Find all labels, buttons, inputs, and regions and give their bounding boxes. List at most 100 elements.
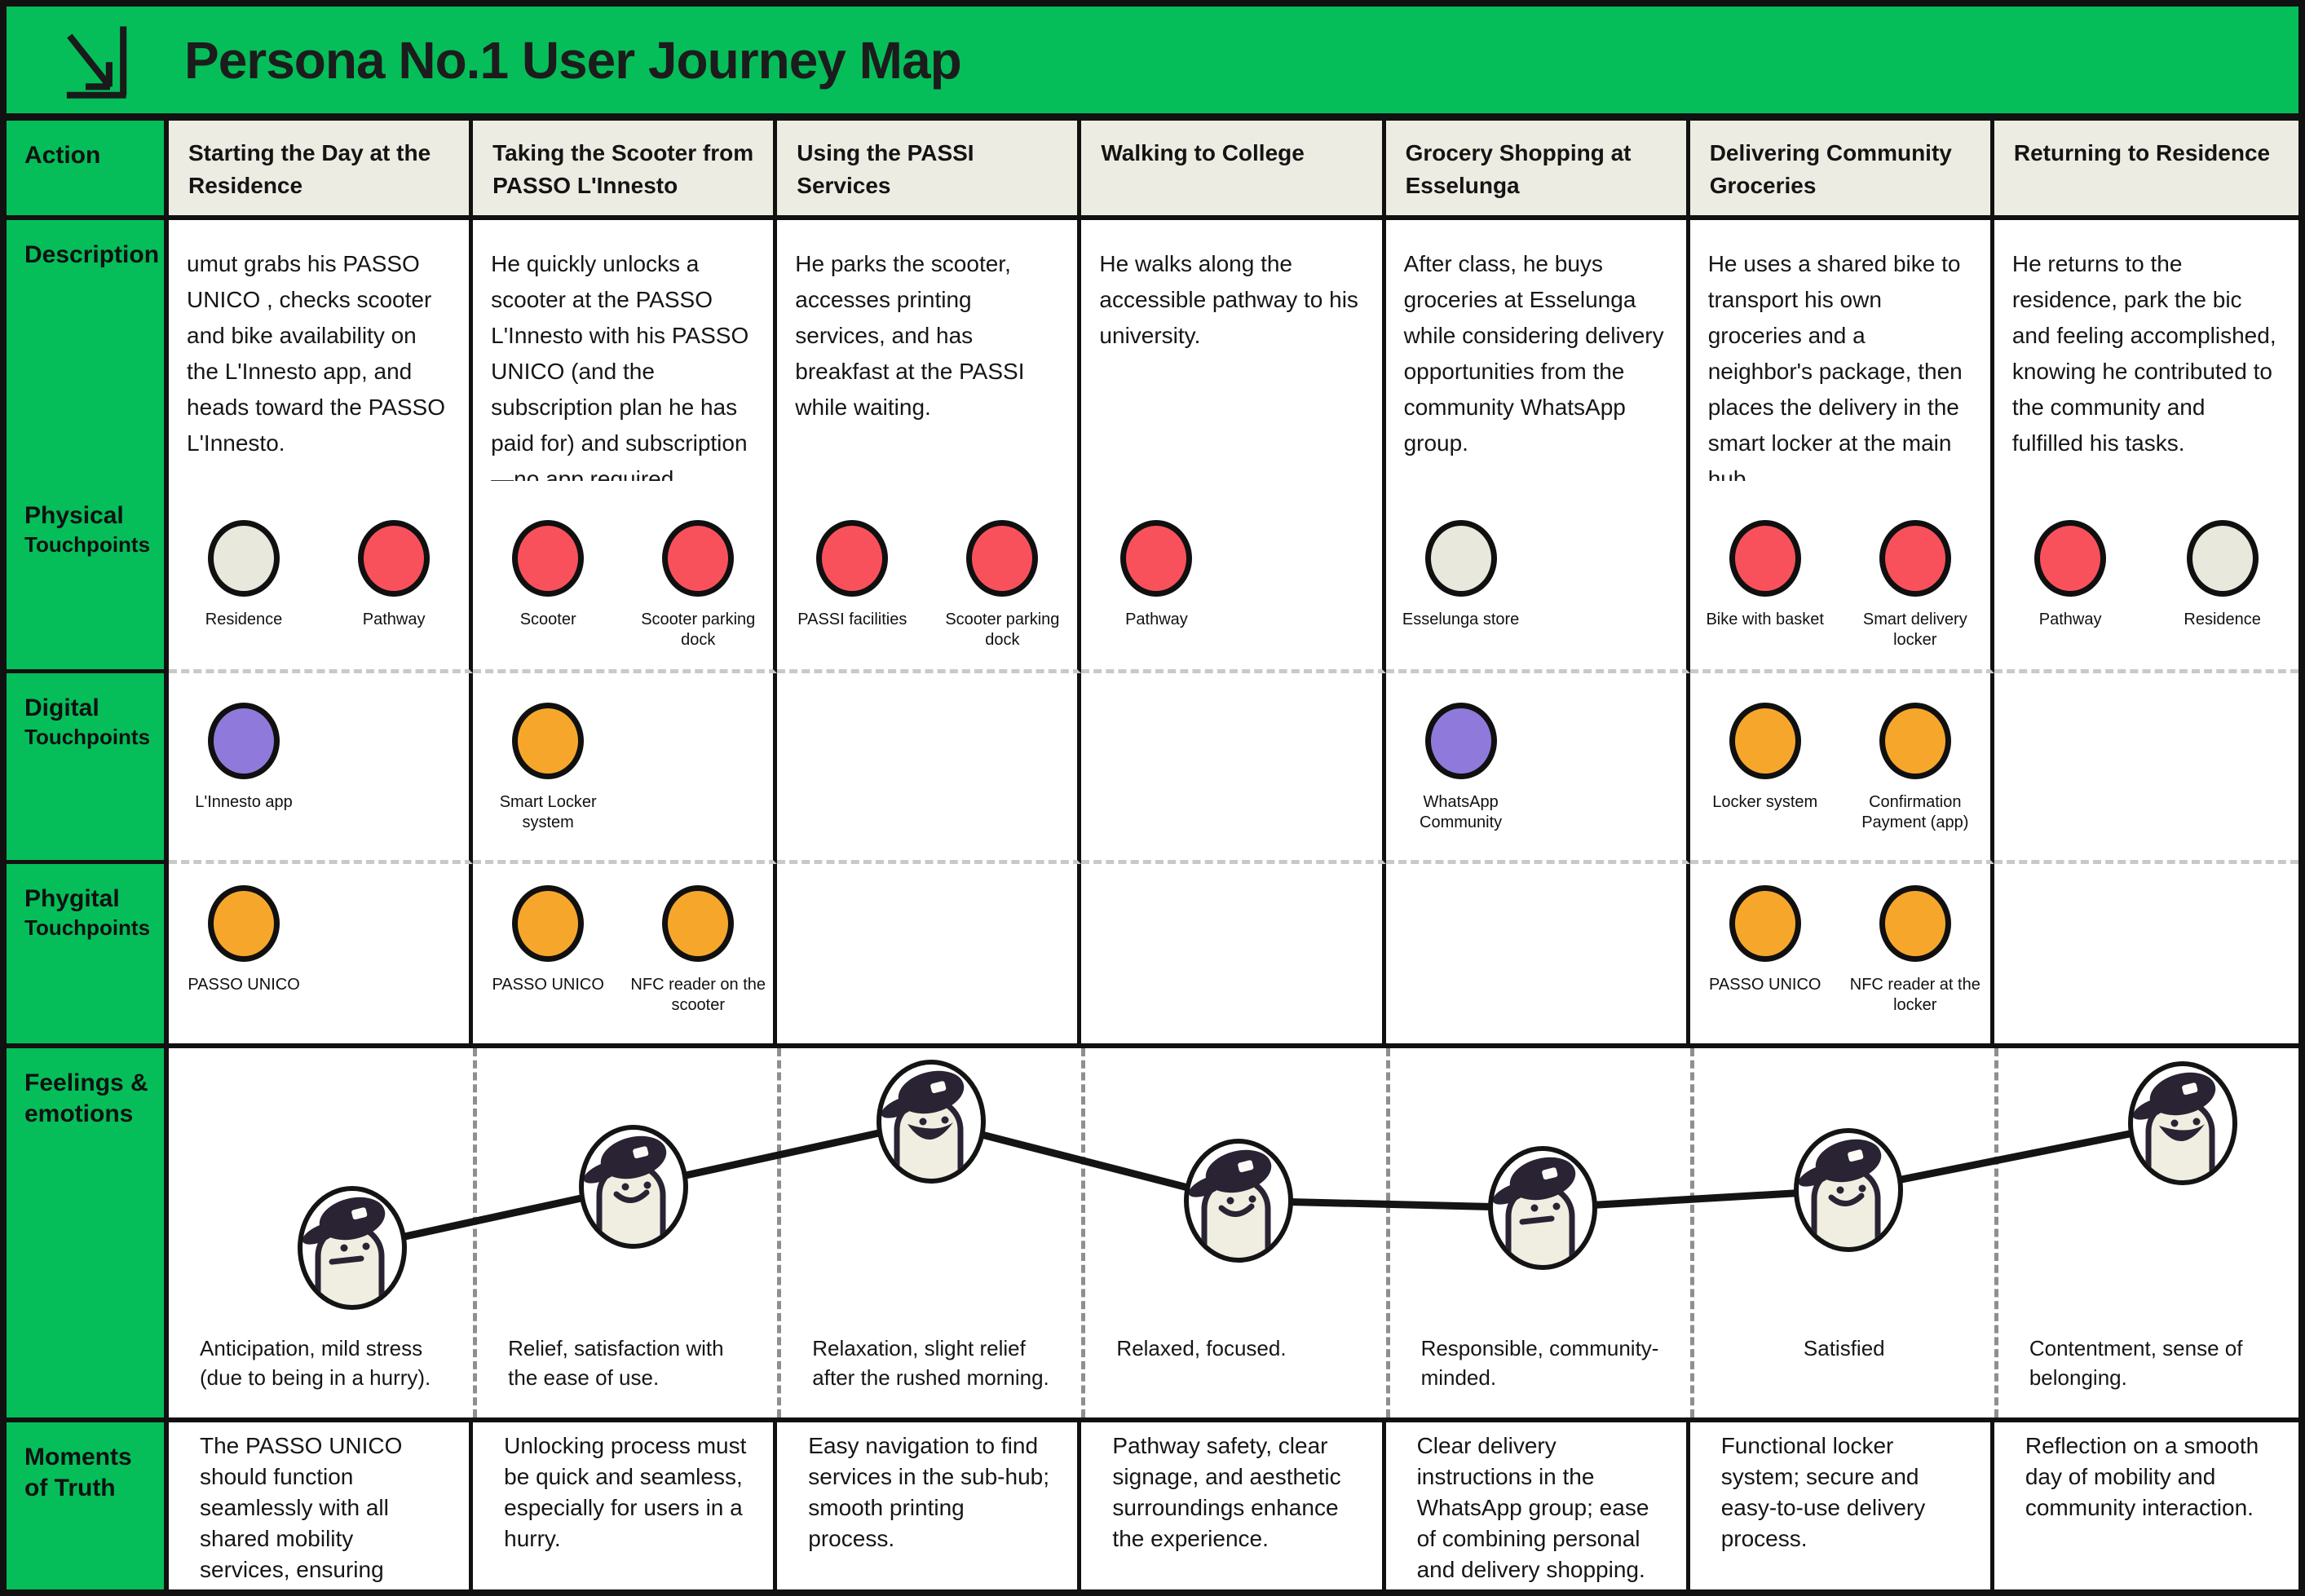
touchpoint-item: Scooter parking dock: [623, 520, 773, 650]
feeling-text: Contentment, sense of belonging.: [2029, 1336, 2243, 1390]
touchpoint-label: Pathway: [2038, 611, 2102, 628]
phygital-touchpoint-cell: [1081, 864, 1386, 1043]
moment-of-truth-cell: The PASSO UNICO should function seamless…: [169, 1422, 474, 1589]
touchpoint-dot: [1424, 703, 1497, 779]
feeling-cell: Relaxed, focused.: [1081, 1048, 1386, 1417]
stage-description-cell: umut grabs his PASSO UNICO , checks scoo…: [169, 220, 474, 497]
touchpoint-dot: [1729, 703, 1801, 779]
moment-of-truth-cell: Functional locker system; secure and eas…: [1689, 1422, 1994, 1589]
touchpoint-item: Pathway: [319, 520, 469, 630]
touchpoint-item: Bike with basket: [1690, 520, 1840, 650]
stage-description-cell: He returns to the residence, park the bi…: [1994, 220, 2298, 497]
row-label-action: Action: [7, 121, 169, 215]
row-label-description: Description: [7, 220, 169, 497]
moment-of-truth-cell: Reflection on a smooth day of mobility a…: [1994, 1422, 2298, 1589]
phygital-touchpoint-cell: PASSO UNICO NFC reader on the scooter: [473, 864, 778, 1043]
feeling-cell: Satisfied: [1689, 1048, 1994, 1417]
row-label-moments: Moments of Truth: [7, 1422, 169, 1589]
touchpoint-item: L'Innesto app: [169, 703, 319, 813]
stage-description: After class, he buys groceries at Esselu…: [1403, 251, 1664, 456]
stage-title: Returning to Residence: [2013, 140, 2271, 165]
touchpoint-label: Scooter parking dock: [945, 611, 1060, 649]
touchpoint-dot: [1879, 703, 1951, 779]
stage-title: Grocery Shopping at Esselunga: [1405, 140, 1632, 198]
title-bar: Persona No.1 User Journey Map: [7, 7, 2298, 121]
feeling-cell: Contentment, sense of belonging.: [1994, 1048, 2298, 1417]
touchpoint-item: Pathway: [1994, 520, 2147, 630]
touchpoint-item: Residence: [169, 520, 319, 630]
touchpoint-item: Smart delivery locker: [1840, 520, 1990, 650]
touchpoint-item: Esselunga store: [1386, 520, 1536, 630]
feeling-text: Satisfied: [1803, 1336, 1885, 1360]
row-label-phygital: Phygital Touchpoints: [7, 864, 169, 1043]
touchpoint-label: PASSI facilities: [797, 611, 907, 628]
touchpoint-item: Residence: [2146, 520, 2298, 630]
phygital-touchpoint-cell: PASSO UNICO: [169, 864, 474, 1043]
stage-description: He walks along the accessible pathway to…: [1099, 251, 1358, 348]
stage-title: Delivering Community Groceries: [1709, 140, 1952, 198]
stage-description: He parks the scooter, accesses printing …: [795, 251, 1025, 420]
touchpoint-dot: [1729, 885, 1801, 962]
feelings-row: Feelings & emotions Anticipation, mild s…: [7, 1048, 2298, 1422]
feeling-text: Anticipation, mild stress (due to being …: [200, 1336, 431, 1390]
moment-of-truth-cell: Pathway safety, clear signage, and aesth…: [1081, 1422, 1386, 1589]
physical-touchpoint-cell: Pathway: [1081, 481, 1386, 673]
stage-description: He returns to the residence, park the bi…: [2011, 251, 2276, 456]
touchpoint-label: PASSO UNICO: [492, 976, 604, 994]
digital-touchpoint-cell: [777, 673, 1082, 864]
stage-description: He quickly unlocks a scooter at the PASS…: [491, 251, 749, 492]
stage-description: He uses a shared bike to transport his o…: [1707, 251, 1963, 492]
page-title: Persona No.1 User Journey Map: [184, 30, 962, 90]
touchpoint-dot: [1424, 520, 1497, 597]
touchpoint-dot: [208, 885, 280, 962]
moment-of-truth-cell: Easy navigation to find services in the …: [777, 1422, 1082, 1589]
touchpoint-dot: [816, 520, 889, 597]
stage-description: umut grabs his PASSO UNICO , checks scoo…: [187, 251, 445, 456]
touchpoint-label: Confirmation Payment (app): [1861, 793, 1969, 831]
stage-column-header: Returning to Residence: [1994, 121, 2298, 215]
touchpoint-item: Smart Locker system: [473, 703, 623, 833]
feeling-text: Responsible, community-minded.: [1420, 1336, 1659, 1390]
physical-touchpoint-cell: Esselunga store: [1385, 481, 1690, 673]
stage-column-header: Walking to College: [1081, 121, 1386, 215]
phygital-touchpoint-cell: PASSO UNICO NFC reader at the locker: [1689, 864, 1994, 1043]
touchpoint-item: PASSO UNICO: [169, 885, 319, 995]
touchpoint-dot: [2186, 520, 2259, 597]
stage-column-header: Delivering Community Groceries: [1689, 121, 1994, 215]
row-label-digital: Digital Touchpoints: [7, 673, 169, 864]
touchpoint-label: Pathway: [1125, 611, 1188, 628]
touchpoint-label: Residence: [205, 611, 283, 628]
touchpoint-item: NFC reader at the locker: [1840, 885, 1990, 1016]
feeling-cell: Relaxation, slight relief after the rush…: [777, 1048, 1082, 1417]
phygital-touchpoint-cell: [1994, 864, 2298, 1043]
touchpoint-label: Smart Locker system: [499, 793, 597, 831]
touchpoint-label: NFC reader on the scooter: [630, 976, 766, 1014]
stage-title: Taking the Scooter from PASSO L'Innesto: [492, 140, 754, 198]
stage-description-cell: He walks along the accessible pathway to…: [1081, 220, 1386, 497]
stage-description-cell: He quickly unlocks a scooter at the PASS…: [473, 220, 778, 497]
corner-arrow-icon: [66, 25, 127, 99]
touchpoint-label: PASSO UNICO: [1709, 976, 1821, 994]
moment-of-truth-text: Easy navigation to find services in the …: [808, 1433, 1049, 1551]
stage-column-header: Starting the Day at the Residence: [169, 121, 474, 215]
feeling-text: Relief, satisfaction with the ease of us…: [508, 1336, 724, 1390]
stage-column-header: Using the PASSI Services: [777, 121, 1082, 215]
row-label-feelings: Feelings & emotions: [7, 1048, 169, 1417]
stage-column-header: Taking the Scooter from PASSO L'Innesto: [473, 121, 778, 215]
feeling-cell: Relief, satisfaction with the ease of us…: [473, 1048, 778, 1417]
physical-touchpoint-cell: PASSI facilities Scooter parking dock: [777, 481, 1082, 673]
touchpoint-item: Pathway: [1081, 520, 1231, 630]
touchpoint-label: Scooter: [519, 611, 576, 628]
touchpoint-item: Confirmation Payment (app): [1840, 703, 1990, 833]
digital-touchpoint-cell: WhatsApp Community: [1385, 673, 1690, 864]
stage-description-cell: After class, he buys groceries at Esselu…: [1385, 220, 1690, 497]
stage-title: Starting the Day at the Residence: [188, 140, 431, 198]
physical-touchpoint-cell: Residence Pathway: [169, 481, 474, 673]
touchpoint-item: PASSO UNICO: [473, 885, 623, 1016]
digital-touchpoint-cell: L'Innesto app: [169, 673, 474, 864]
digital-touchpoint-cell: [1994, 673, 2298, 864]
